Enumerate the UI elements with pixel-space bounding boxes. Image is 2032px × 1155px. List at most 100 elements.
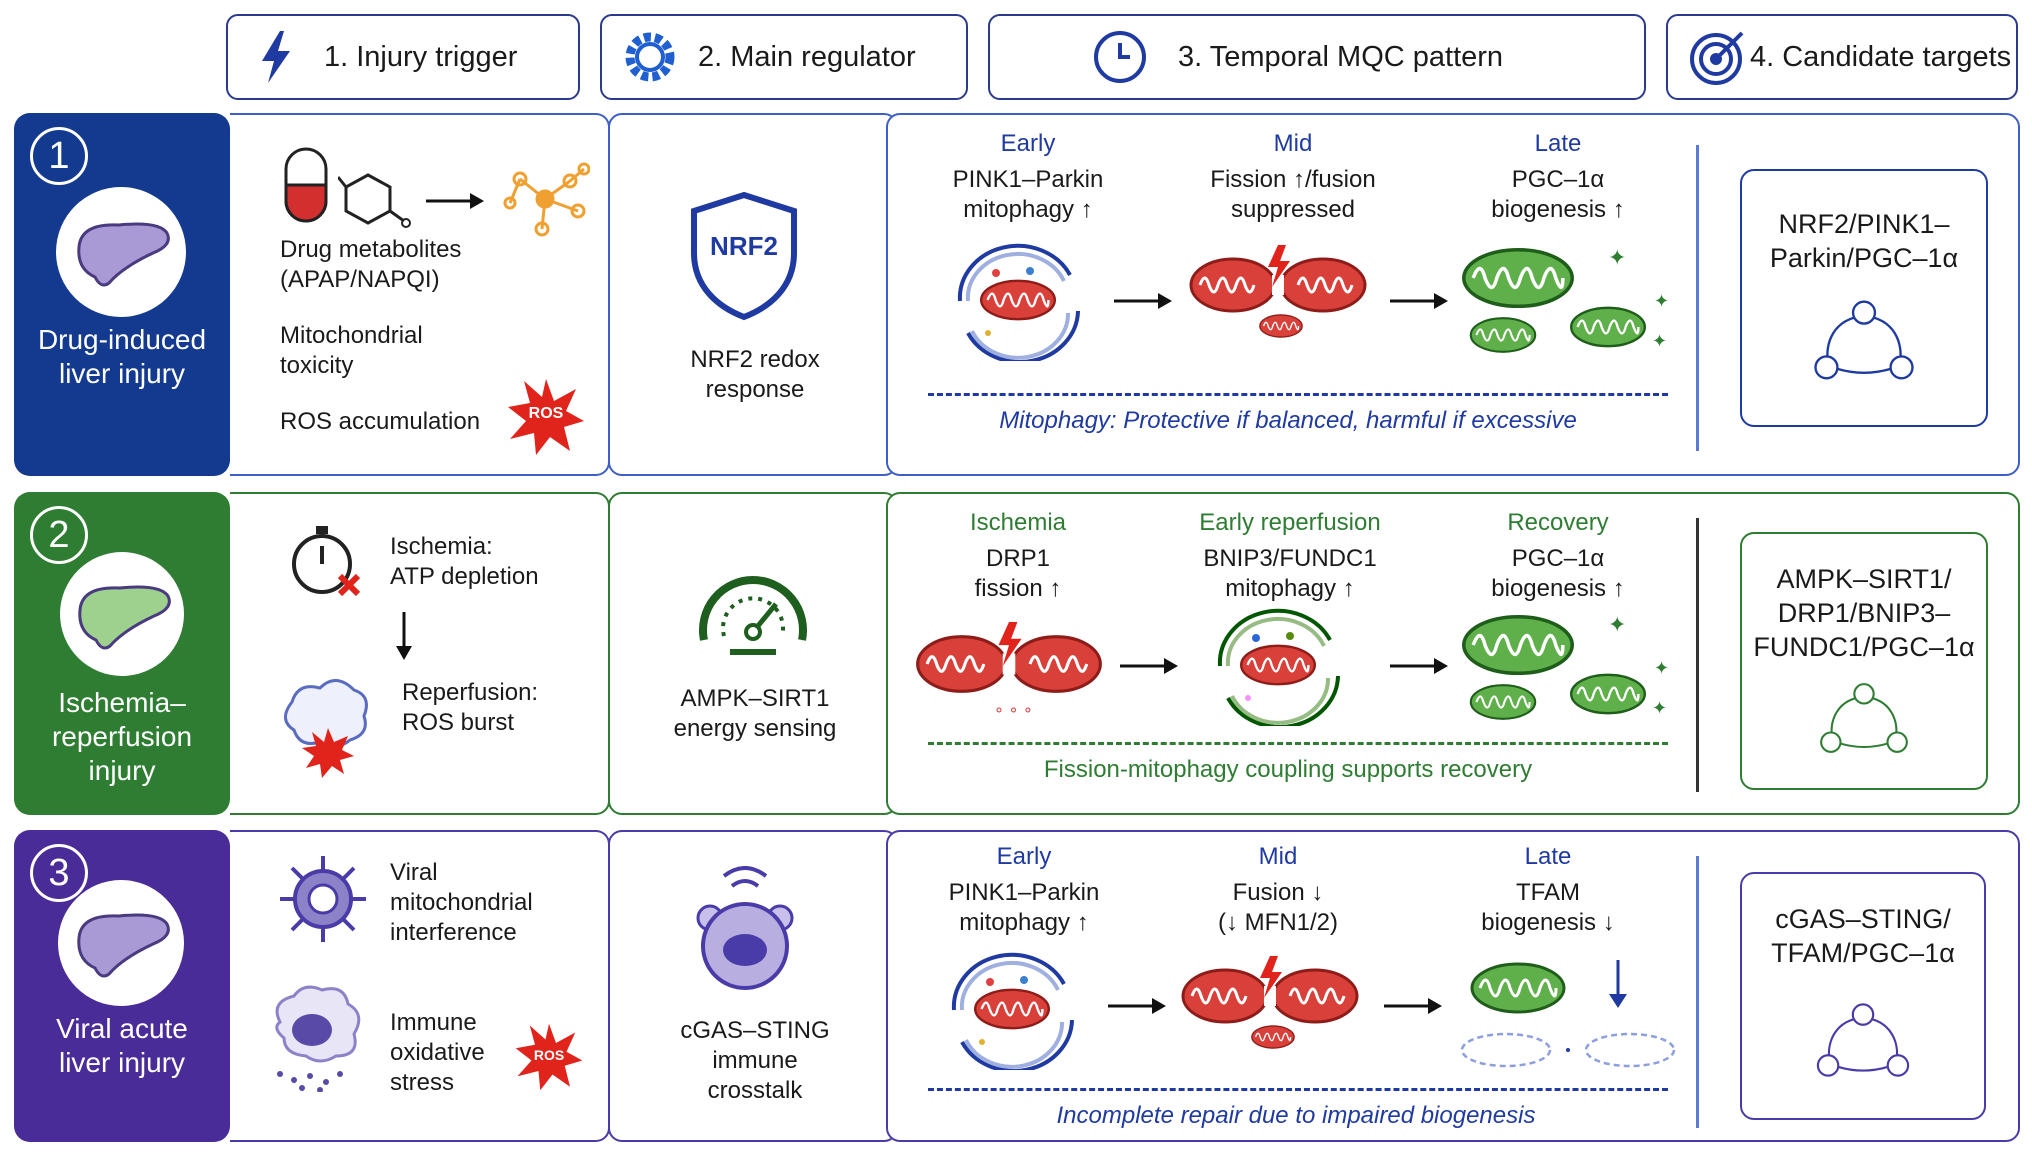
row-label-text: Viral acute liver injury xyxy=(56,1013,188,1078)
trigger-text: Ischemia: ATP depletion xyxy=(390,533,539,590)
sparkle-icon: ✦ xyxy=(1652,698,1668,718)
stage-name: Late xyxy=(1524,843,1572,870)
fragment-dots-icon: ∘ ∘ ∘ xyxy=(994,702,1033,719)
mitochondrion-fission-icon xyxy=(914,622,1104,706)
pattern-note: Incomplete repair due to impaired biogen… xyxy=(1056,1102,1536,1129)
liver-icon xyxy=(72,580,172,650)
stage-name: Mid xyxy=(1258,843,1298,870)
stage-name: Recovery xyxy=(1507,509,1609,536)
stage-name: Early xyxy=(1000,130,1056,157)
stage-text: PINK1–Parkin mitophagy ↑ xyxy=(952,166,1104,223)
stage-text: PINK1–Parkin mitophagy ↑ xyxy=(948,879,1100,936)
stage-text: PGC–1α biogenesis ↑ xyxy=(1491,166,1625,223)
sparkle-icon: ✦ xyxy=(1654,658,1670,678)
mitochondrion-healthy-icon xyxy=(1458,612,1578,678)
sparkle-icon: ✦ xyxy=(1652,331,1668,351)
nrf2-shield: NRF2 xyxy=(688,191,800,321)
trigger-panel: Viral mitochondrial interference Immune … xyxy=(230,830,610,1142)
row-label: 3 Viral acute liver injury xyxy=(14,830,230,1142)
candidate-target-box: NRF2/PINK1– Parkin/PGC–1α xyxy=(1740,169,1988,427)
stage-text: Fusion ↓ (↓ MFN1/2) xyxy=(1218,879,1338,936)
ros-label: ROS xyxy=(528,405,564,422)
target-text: NRF2/PINK1– Parkin/PGC–1α xyxy=(1769,209,1959,273)
target-icon xyxy=(1690,31,1744,85)
row-label-text: Ischemia– reperfusion injury xyxy=(51,687,193,786)
row-number: 2 xyxy=(30,506,88,564)
arrow-right-icon xyxy=(1120,656,1180,676)
stage-name: Ischemia xyxy=(969,509,1067,536)
stage-name: Early reperfusion xyxy=(1199,509,1381,536)
regulator-text: NRF2 redox response xyxy=(690,346,820,403)
lightning-icon xyxy=(262,31,290,83)
mitochondrion-fragment-icon xyxy=(1250,1022,1296,1052)
arrow-right-icon xyxy=(426,191,486,211)
arrow-right-icon xyxy=(1384,996,1444,1016)
virus-icon xyxy=(280,856,366,942)
sparkle-icon: ✦ xyxy=(1654,291,1670,311)
ros-burst: ROS xyxy=(514,1022,584,1092)
stage-name: Mid xyxy=(1273,130,1313,157)
temporal-panel: Early PINK1–Parkin mitophagy ↑ Mid Fusio… xyxy=(886,830,2020,1142)
ros-label: ROS xyxy=(533,1047,565,1063)
stage-recovery: Recovery PGC–1α biogenesis ↑ xyxy=(1448,508,1668,604)
vertical-divider xyxy=(1696,856,1699,1128)
cycle-icon xyxy=(1814,680,1914,756)
liver-circle xyxy=(58,880,184,1006)
arrow-down-icon xyxy=(396,612,412,660)
header-label: 4. Candidate targets xyxy=(1750,40,2012,73)
row-number: 3 xyxy=(30,844,88,902)
arrow-down-icon xyxy=(1609,960,1627,1008)
row-drug-induced: 1 Drug-induced liver injury Drug metabol… xyxy=(14,113,2020,476)
arrow-right-icon xyxy=(1108,996,1168,1016)
liver-icon xyxy=(71,217,171,287)
temporal-panel: Early PINK1–Parkin mitophagy ↑ Mid Fissi… xyxy=(886,113,2020,476)
stage-early: Early PINK1–Parkin mitophagy ↑ xyxy=(928,129,1128,225)
mitochondrion-healthy-icon xyxy=(1458,960,1578,1016)
arrow-right-icon xyxy=(1390,291,1450,311)
temporal-panel: Ischemia DRP1 fission ↑ Early reperfusio… xyxy=(886,492,2020,815)
fission-graphic xyxy=(1180,956,1360,1066)
header-main-regulator: 2. Main regulator xyxy=(600,14,968,100)
regulator-panel: NRF2 NRF2 redox response xyxy=(608,113,898,476)
pattern-note: Fission-mitophagy coupling supports reco… xyxy=(1043,756,1533,783)
mitochondrion-healthy-icon xyxy=(1568,303,1648,351)
dashed-divider xyxy=(928,1088,1668,1091)
target-text: AMPK–SIRT1/ DRP1/BNIP3– FUNDC1/PGC–1α xyxy=(1753,564,1975,662)
mitochondrion-icon xyxy=(972,986,1052,1032)
fission-graphic xyxy=(1188,245,1368,355)
liver-icon xyxy=(71,908,171,978)
gear-icon xyxy=(625,32,675,82)
sting-cell-icon xyxy=(696,866,794,990)
header-injury-trigger: 1. Injury trigger xyxy=(226,14,580,100)
mitochondrion-healthy-icon xyxy=(1468,682,1538,722)
mitophagy-graphic xyxy=(938,241,1098,361)
vertical-divider xyxy=(1696,518,1699,792)
trigger-panel: Drug metabolites (APAP/NAPQI) Mitochondr… xyxy=(230,113,610,476)
sparkle-icon: ✦ xyxy=(1608,612,1627,637)
stage-late: Late PGC–1α biogenesis ↑ xyxy=(1448,129,1668,225)
pattern-note: Mitophagy: Protective if balanced, harmf… xyxy=(999,407,1577,434)
gauge-icon xyxy=(699,576,807,655)
mitochondrion-fragment-icon xyxy=(1258,311,1304,341)
stage-mid: Mid Fusion ↓ (↓ MFN1/2) xyxy=(1178,842,1378,938)
mitochondrion-icon xyxy=(1238,642,1318,688)
header-candidate-targets: 4. Candidate targets xyxy=(1666,14,2018,100)
stopwatch-icon xyxy=(292,526,361,597)
stage-early: Early PINK1–Parkin mitophagy ↑ xyxy=(924,842,1124,938)
stage-text: BNIP3/FUNDC1 mitophagy ↑ xyxy=(1203,545,1377,602)
stage-late: Late TFAM biogenesis ↓ xyxy=(1448,842,1648,938)
row-number: 1 xyxy=(30,127,88,185)
regulator-panel: cGAS–STING immune crosstalk xyxy=(608,830,898,1142)
header-label: 3. Temporal MQC pattern xyxy=(1178,40,1504,73)
trigger-panel: Ischemia: ATP depletion Reperfusion: ROS… xyxy=(230,492,610,815)
candidate-target-box: cGAS–STING/ TFAM/PGC–1α xyxy=(1740,872,1986,1120)
metabolite-icon xyxy=(503,162,590,237)
stage-name: Early xyxy=(996,843,1052,870)
header-label: 1. Injury trigger xyxy=(324,40,518,73)
row-label-text: Drug-induced liver injury xyxy=(37,324,207,389)
row-viral-acute: 3 Viral acute liver injury Viral mitocho… xyxy=(14,830,2020,1142)
stage-early-reperfusion: Early reperfusion BNIP3/FUNDC1 mitophagy… xyxy=(1160,508,1420,604)
stage-ischemia: Ischemia DRP1 fission ↑ xyxy=(918,508,1118,604)
regulator-panel: AMPK–SIRT1 energy sensing xyxy=(608,492,898,815)
row-label: 1 Drug-induced liver injury xyxy=(14,113,230,476)
